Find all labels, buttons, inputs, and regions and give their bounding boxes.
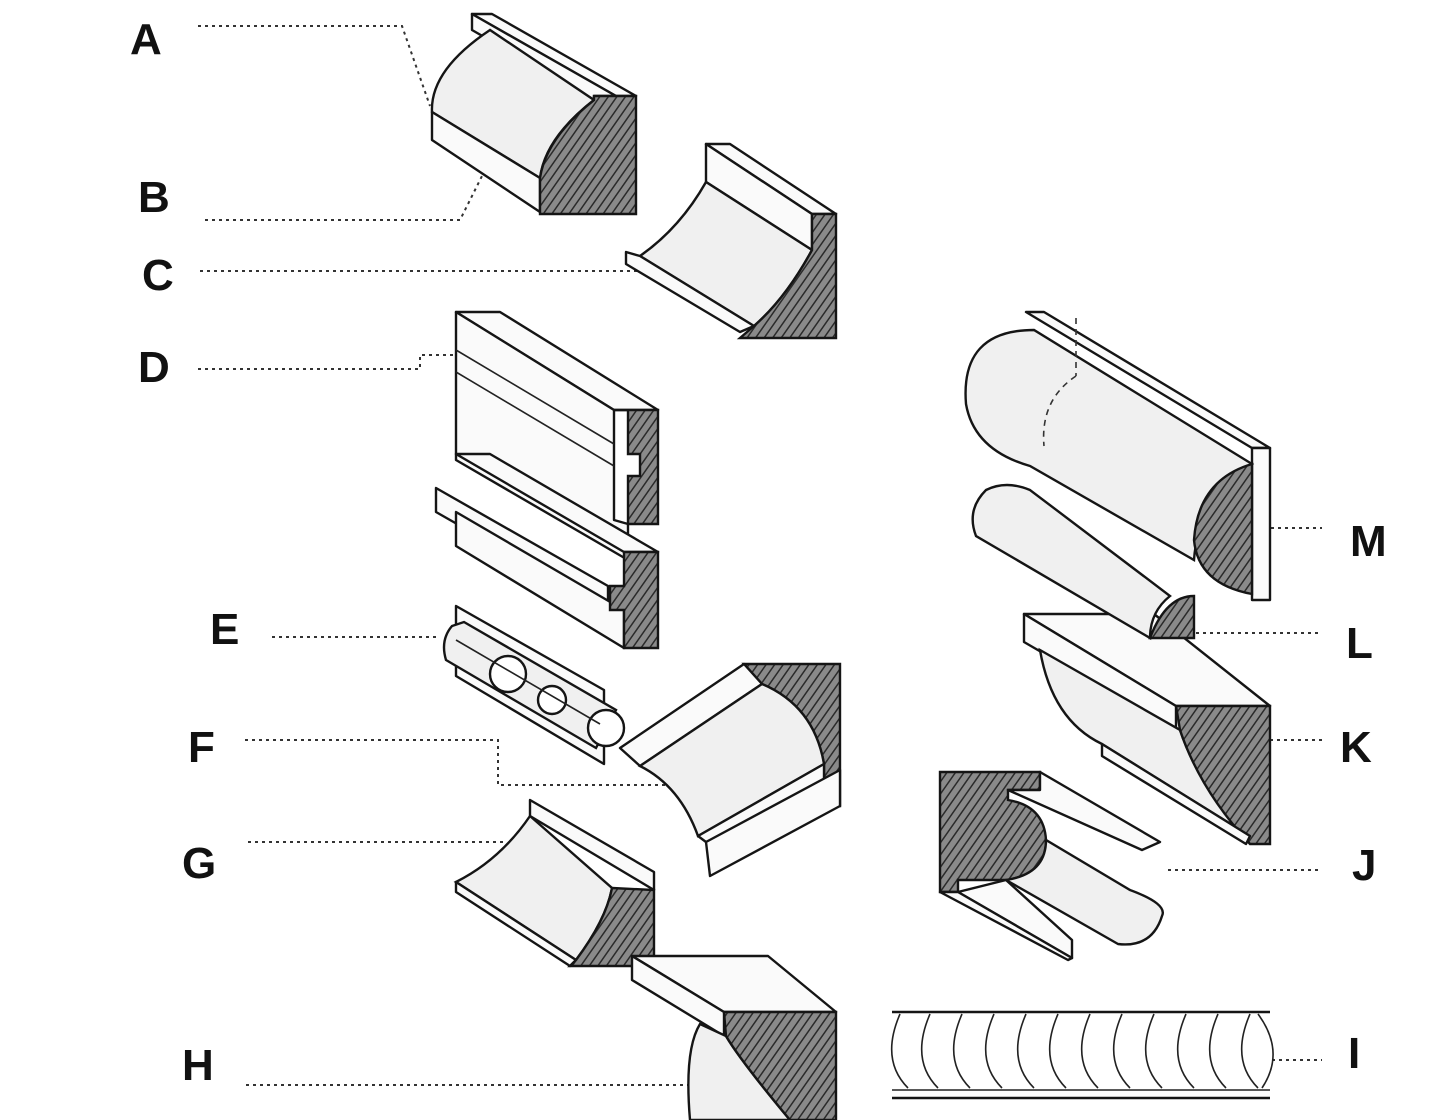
label-b: B <box>138 173 170 222</box>
leader-b <box>205 167 487 221</box>
label-j: J <box>1352 841 1376 890</box>
moulding-d-grooved-boards <box>434 310 660 650</box>
label-h: H <box>182 1041 214 1090</box>
moulding-c-cavetto <box>624 142 838 340</box>
label-f: F <box>188 723 215 772</box>
leader-lines <box>198 25 1322 1086</box>
moulding-e-bead-strip <box>442 604 626 766</box>
label-i: I <box>1348 1029 1360 1078</box>
label-d: D <box>138 343 170 392</box>
moulding-a-cove <box>430 12 638 216</box>
moulding-h-crown <box>630 954 838 1120</box>
label-e: E <box>210 605 239 654</box>
leader-f <box>245 739 680 786</box>
moulding-g-quarter-cove <box>453 798 656 968</box>
moulding-f-cove <box>618 662 842 878</box>
label-g: G <box>182 839 216 888</box>
leader-a <box>198 25 431 107</box>
label-a: A <box>130 15 162 64</box>
moulding-l-quarter-round <box>971 483 1196 641</box>
moulding-k-bed-moulding <box>1022 612 1272 846</box>
moulding-m-torus <box>964 310 1272 602</box>
label-l: L <box>1346 619 1373 668</box>
label-m: M <box>1350 517 1387 566</box>
label-k: K <box>1340 723 1372 772</box>
leader-d <box>198 354 460 370</box>
label-c: C <box>142 251 174 300</box>
moulding-j-rebated-bead <box>938 770 1164 962</box>
moulding-i-scallop-band <box>890 1010 1274 1100</box>
